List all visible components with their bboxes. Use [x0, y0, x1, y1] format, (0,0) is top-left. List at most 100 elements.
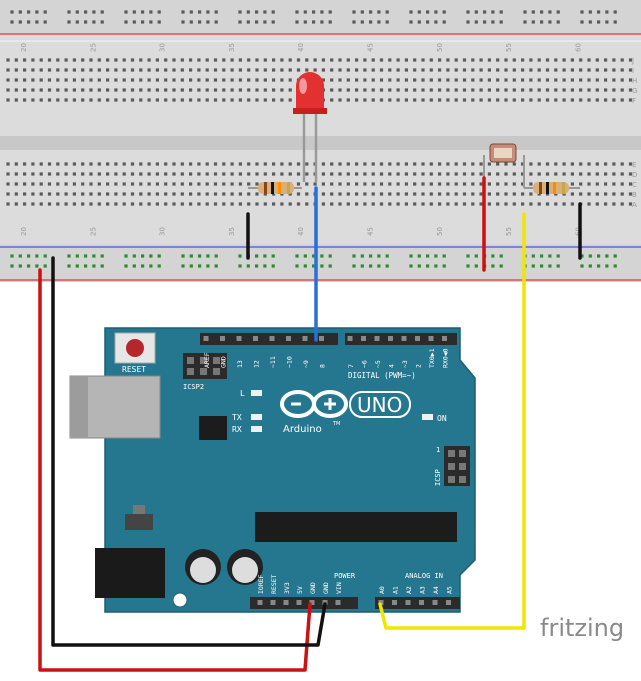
- breadboard-hole: [147, 68, 151, 72]
- breadboard-hole: [247, 162, 251, 166]
- breadboard-hole: [396, 182, 400, 186]
- breadboard-hole: [371, 162, 375, 166]
- rail-hole: [238, 10, 242, 14]
- rail-hole: [92, 254, 96, 258]
- breadboard-hole: [64, 98, 68, 102]
- breadboard-hole: [379, 192, 384, 196]
- breadboard-hole: [255, 162, 259, 166]
- breadboard-hole: [330, 172, 334, 176]
- rail-hole: [206, 20, 210, 24]
- breadboard-hole: [213, 182, 218, 186]
- analog-pin: [419, 600, 424, 605]
- rail-hole: [409, 20, 413, 24]
- rail-hole: [132, 264, 136, 268]
- breadboard-hole: [14, 192, 18, 196]
- led-rx-label: RX: [232, 425, 242, 434]
- rail-hole: [442, 264, 446, 268]
- rail-hole: [67, 254, 71, 258]
- digital-pin-label: RX0◀0: [442, 348, 450, 368]
- breadboard-hole: [31, 162, 35, 166]
- breadboard-hole: [628, 88, 633, 92]
- power-pin-label: 3V3: [283, 582, 291, 594]
- breadboard-hole: [388, 68, 392, 72]
- breadboard-hole: [164, 58, 168, 62]
- rail-hole: [556, 10, 560, 14]
- breadboard-hole: [537, 68, 541, 72]
- breadboard-hole: [122, 98, 126, 102]
- breadboard-hole: [487, 182, 491, 186]
- breadboard-hole: [487, 162, 491, 166]
- rail-hole: [92, 20, 96, 24]
- rail-hole: [426, 254, 430, 258]
- rail-hole: [605, 264, 609, 268]
- breadboard-hole: [230, 182, 234, 186]
- breadboard-hole: [330, 78, 334, 82]
- breadboard-hole: [263, 98, 267, 102]
- breadboard-hole: [388, 88, 392, 92]
- breadboard-hole: [6, 98, 10, 102]
- breadboard-hole: [89, 162, 93, 166]
- led-on-label: ON: [437, 414, 447, 423]
- breadboard-hole: [462, 202, 467, 206]
- breadboard-hole: [496, 172, 500, 176]
- breadboard-hole: [438, 202, 442, 206]
- breadboard-hole: [429, 162, 433, 166]
- rail-hole: [377, 264, 381, 268]
- breadboard-hole: [205, 192, 209, 196]
- breadboard-hole: [106, 58, 110, 62]
- breadboard-hole: [421, 58, 425, 62]
- breadboard-hole: [346, 162, 350, 166]
- breadboard-hole: [6, 68, 10, 72]
- breadboard-hole: [579, 58, 583, 62]
- breadboard-hole: [554, 68, 558, 72]
- rail-hole: [613, 10, 617, 14]
- breadboard-hole: [147, 202, 151, 206]
- breadboard-hole: [64, 172, 68, 176]
- breadboard-hole: [595, 172, 599, 176]
- breadboard-hole: [355, 182, 359, 186]
- breadboard-hole: [139, 78, 143, 82]
- led-l: [251, 390, 262, 396]
- rail-hole: [263, 10, 267, 14]
- rail-hole: [491, 20, 495, 24]
- rail-hole: [295, 10, 299, 14]
- breadboard-hole: [587, 88, 591, 92]
- breadboard-hole: [521, 202, 525, 206]
- breadboard-hole: [487, 78, 491, 82]
- col-number-bottom: 45: [367, 227, 375, 236]
- breadboard-hole: [471, 68, 475, 72]
- breadboard-hole: [130, 192, 135, 196]
- reset-label: RESET: [122, 365, 146, 374]
- breadboard-hole: [6, 162, 10, 166]
- breadboard-hole: [255, 202, 259, 206]
- breadboard-hole: [496, 58, 500, 62]
- breadboard-hole: [296, 202, 301, 206]
- digital-pin: [253, 336, 258, 341]
- rail-hole: [189, 20, 193, 24]
- rail-hole: [189, 254, 193, 258]
- rail-hole: [206, 10, 210, 14]
- breadboard-hole: [106, 202, 110, 206]
- breadboard-hole: [114, 182, 118, 186]
- rail-hole: [597, 254, 601, 258]
- breadboard-hole: [172, 58, 176, 62]
- breadboard-hole: [305, 58, 309, 62]
- breadboard-hole: [296, 68, 301, 72]
- rail-hole: [548, 254, 552, 258]
- breadboard-hole: [554, 58, 558, 62]
- breadboard-hole: [379, 98, 384, 102]
- breadboard-hole: [164, 162, 168, 166]
- breadboard-hole: [438, 68, 442, 72]
- analog-pin-label: A1: [392, 586, 400, 594]
- breadboard-hole: [371, 68, 375, 72]
- breadboard-hole: [64, 78, 68, 82]
- breadboard-hole: [579, 162, 583, 166]
- breadboard-hole: [496, 192, 500, 196]
- breadboard-hole: [604, 98, 608, 102]
- rail-hole: [100, 254, 104, 258]
- breadboard-hole: [363, 88, 367, 92]
- breadboard-hole: [396, 78, 400, 82]
- rail-hole: [312, 264, 316, 268]
- rail-hole: [385, 10, 389, 14]
- col-number-top: 45: [367, 43, 375, 52]
